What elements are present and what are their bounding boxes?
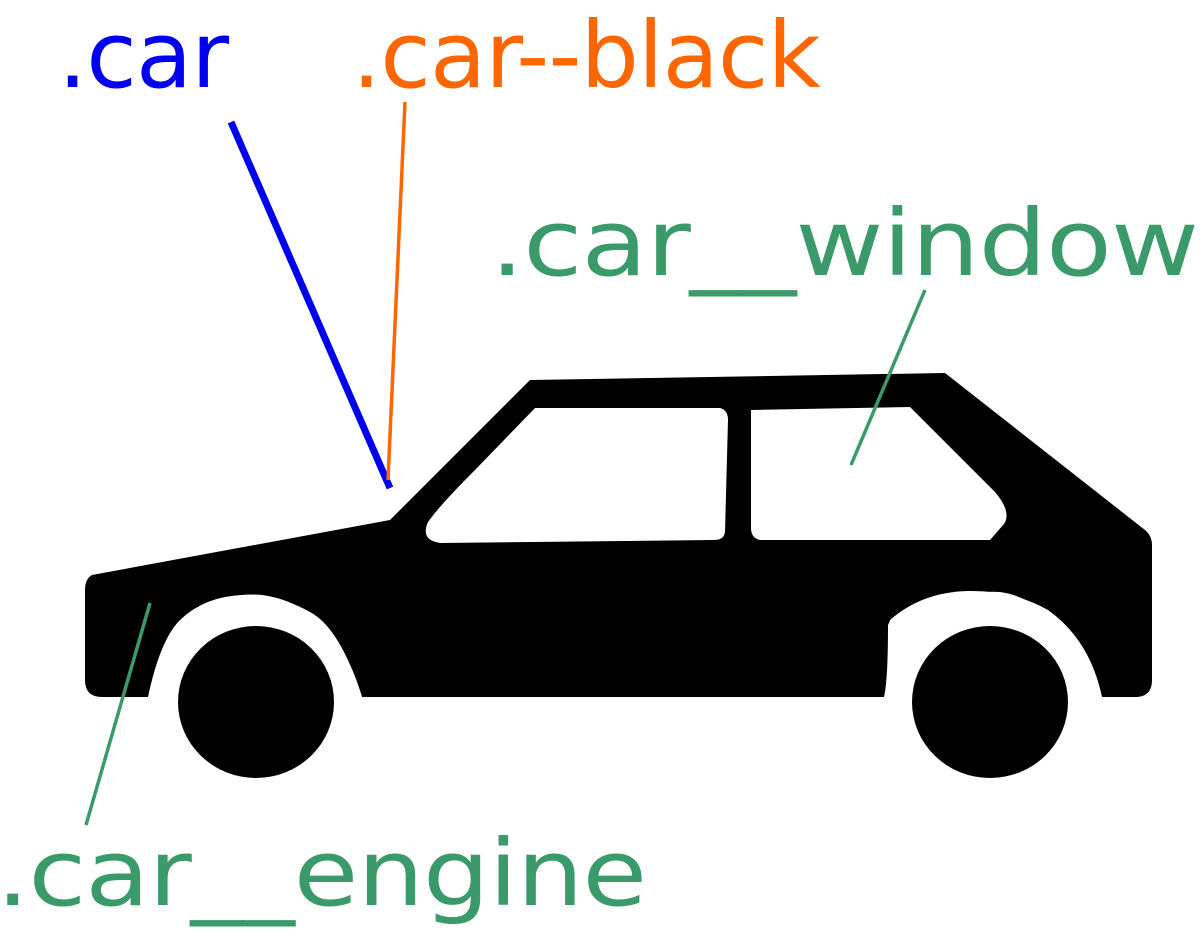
car-window-rear: [751, 407, 1007, 540]
front-wheel: [178, 626, 334, 778]
car-window-label: .car__window: [490, 190, 1198, 297]
car-label: .car: [58, 2, 229, 109]
car-leader-line: [227, 120, 394, 490]
car-engine-label: .car__engine: [0, 820, 646, 927]
car-engine-leader-line: [84, 602, 152, 826]
car-window-leader-line: [849, 289, 927, 466]
car-icon: [85, 373, 1152, 778]
car-window-front: [425, 408, 728, 543]
rear-wheel: [912, 626, 1068, 778]
car-black-leader-line: [386, 101, 407, 481]
car-black-label: .car--black: [352, 2, 821, 109]
